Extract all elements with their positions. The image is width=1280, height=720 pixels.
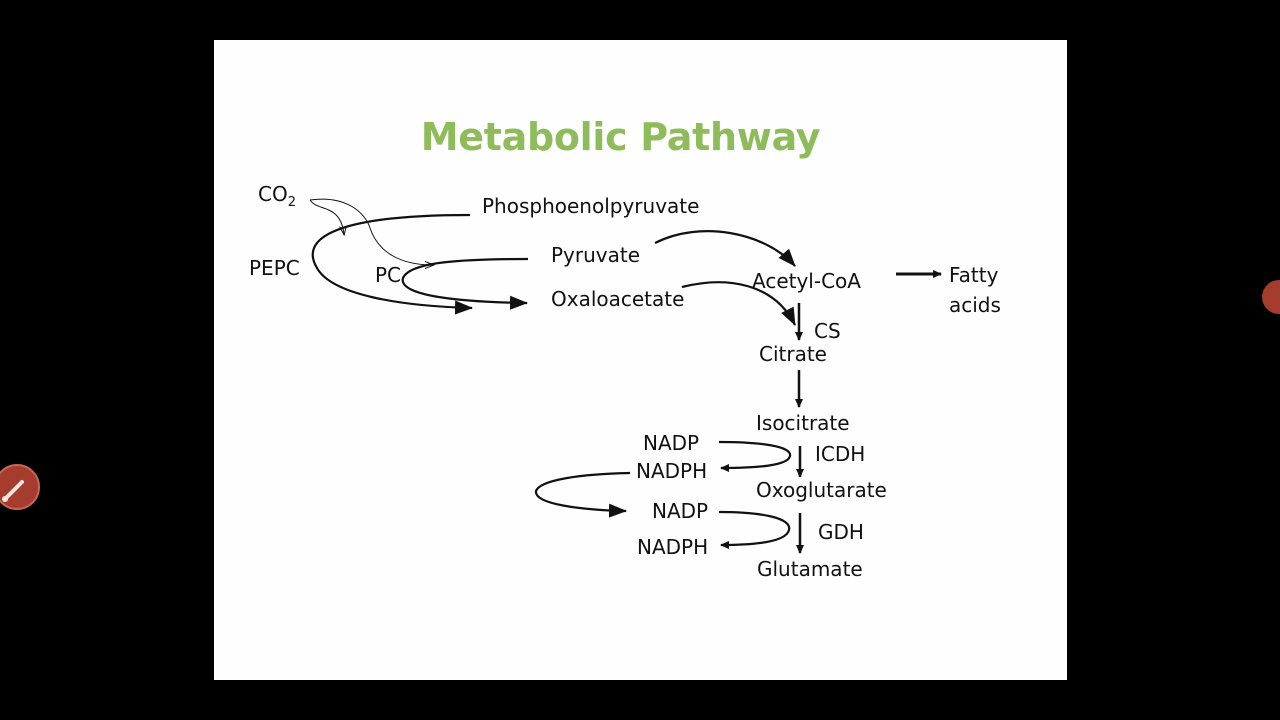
fatty-label: Fatty xyxy=(949,263,999,287)
slide: Metabolic Pathway xyxy=(214,40,1067,680)
oxaloacetate-label: Oxaloacetate xyxy=(551,287,684,311)
pencil-tool-button[interactable] xyxy=(0,464,40,510)
oxaloacetate-to-citrate-arrow xyxy=(681,281,796,326)
slide-title: Metabolic Pathway xyxy=(420,115,821,159)
co2-label: CO2 xyxy=(258,182,296,210)
nadp-label-2: NADP xyxy=(652,499,708,523)
co2-to-pepc-arrow xyxy=(309,199,344,234)
glutamate-label: Glutamate xyxy=(757,557,863,581)
nadp-label-1: NADP xyxy=(643,431,699,455)
side-circle-button[interactable] xyxy=(1262,280,1280,314)
nadp-to-nadph-arrow-1 xyxy=(718,440,792,472)
citrate-label: Citrate xyxy=(759,342,827,366)
acetyl-coa-label: Acetyl-CoA xyxy=(752,269,861,293)
isocitrate-label: Isocitrate xyxy=(756,411,850,435)
nadph-label-1: NADPH xyxy=(636,459,707,483)
phosphoenolpyruvate-label: Phosphoenolpyruvate xyxy=(482,194,699,218)
gdh-label: GDH xyxy=(818,520,864,544)
nadph-label-2: NADPH xyxy=(637,535,708,559)
pc-label: PC xyxy=(375,263,401,287)
nadp-to-nadph-arrow-2 xyxy=(718,510,791,549)
icdh-label: ICDH xyxy=(815,442,865,466)
cs-label: CS xyxy=(814,319,841,343)
pencil-icon xyxy=(2,480,24,502)
acids-label: acids xyxy=(949,293,1001,317)
co2-to-pc-arrow xyxy=(309,198,433,265)
pyruvate-label: Pyruvate xyxy=(551,243,640,267)
nadph-recycle-arrow xyxy=(534,471,631,518)
pepc-label: PEPC xyxy=(249,256,300,280)
oxoglutarate-label: Oxoglutarate xyxy=(756,478,887,502)
pepc-arrow xyxy=(311,213,473,315)
pc-arrow xyxy=(401,257,529,310)
pyruvate-to-acetylcoa-arrow xyxy=(654,230,796,267)
